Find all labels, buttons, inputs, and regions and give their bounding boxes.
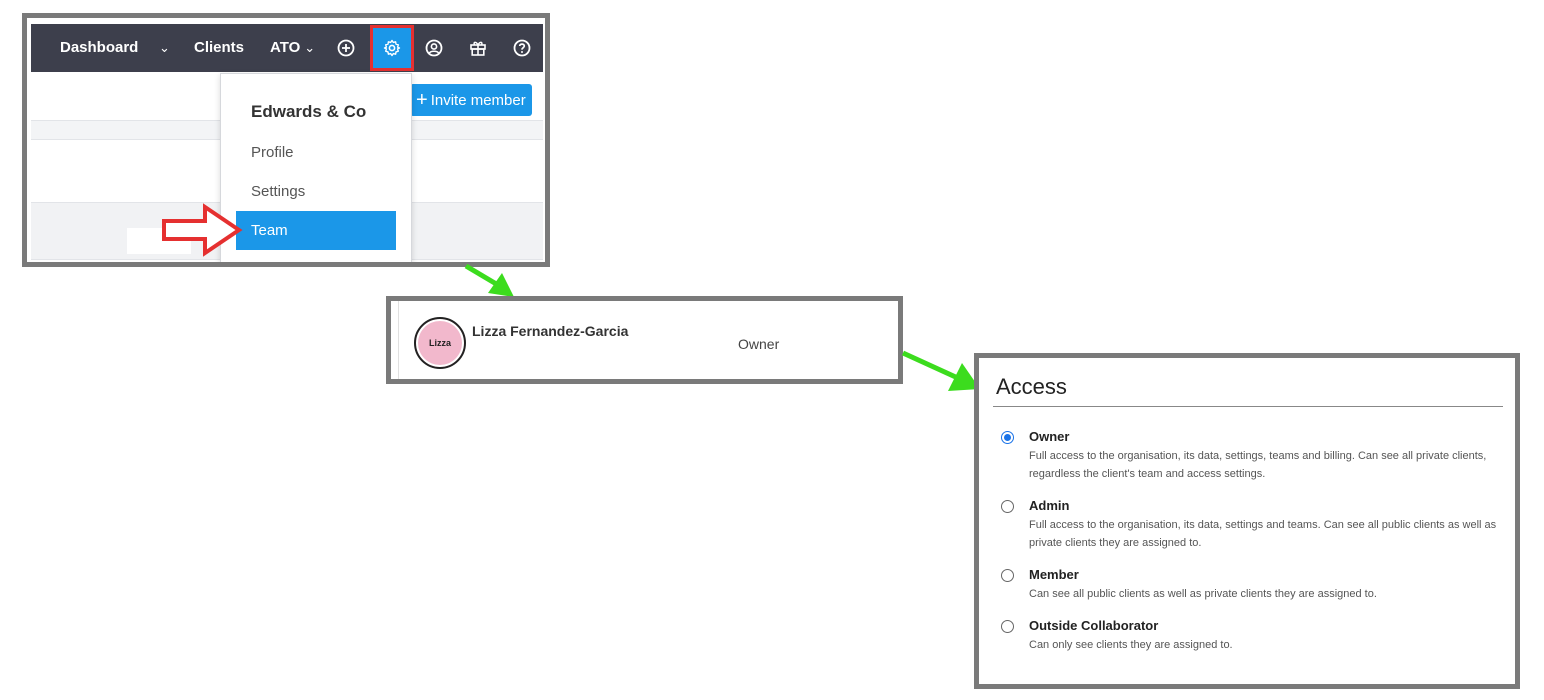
navigation-screenshot-panel: Dashboard ⌄ Clients ATO⌄ +Invite member xyxy=(22,13,550,267)
nav-dashboard[interactable]: Dashboard xyxy=(60,39,139,56)
option-description: Can only see clients they are assigned t… xyxy=(1029,639,1233,651)
add-circle-icon[interactable] xyxy=(336,38,356,58)
chevron-down-icon: ⌄ xyxy=(304,40,316,55)
invite-member-button[interactable]: +Invite member xyxy=(410,84,532,116)
option-label[interactable]: Member xyxy=(1029,567,1079,582)
divider xyxy=(993,406,1503,407)
gift-icon[interactable] xyxy=(468,38,488,58)
option-label[interactable]: Owner xyxy=(1029,429,1070,444)
member-name[interactable]: Lizza Fernandez-Garcia xyxy=(472,323,629,339)
avatar-text: Lizza xyxy=(428,338,451,348)
option-description: Full access to the organisation, its dat… xyxy=(1029,450,1487,480)
access-heading: Access xyxy=(996,374,1067,399)
nav-clients[interactable]: Clients xyxy=(194,39,245,56)
red-pointer-arrow-icon xyxy=(162,203,243,257)
top-navbar: Dashboard ⌄ Clients ATO⌄ xyxy=(31,24,543,72)
user-circle-icon[interactable] xyxy=(424,38,444,58)
menu-item-team[interactable]: Team xyxy=(236,211,396,250)
option-description: Full access to the organisation, its dat… xyxy=(1029,519,1497,549)
settings-gear-button[interactable] xyxy=(370,25,414,71)
settings-dropdown-menu: Edwards & Co Profile Settings Team xyxy=(220,73,412,262)
radio-member[interactable] xyxy=(1001,569,1014,582)
green-arrow-icon xyxy=(464,263,514,297)
radio-admin[interactable] xyxy=(1001,500,1014,513)
green-arrow-icon xyxy=(901,350,980,391)
nav-ato-label: ATO xyxy=(270,39,301,56)
option-label[interactable]: Admin xyxy=(1029,498,1070,513)
invite-member-label: Invite member xyxy=(430,92,526,109)
team-member-row-panel: Lizza Lizza Fernandez-Garcia Owner xyxy=(386,296,903,384)
option-description: Can see all public clients as well as pr… xyxy=(1029,588,1377,600)
menu-item-settings[interactable]: Settings xyxy=(251,183,306,200)
option-label[interactable]: Outside Collaborator xyxy=(1029,618,1159,633)
chevron-down-icon[interactable]: ⌄ xyxy=(159,40,170,55)
plus-icon: + xyxy=(416,89,428,111)
radio-owner[interactable] xyxy=(1001,431,1014,444)
access-settings-panel: Access Owner Full access to the organisa… xyxy=(974,353,1520,689)
menu-item-profile[interactable]: Profile xyxy=(251,144,294,161)
radio-outside-collaborator[interactable] xyxy=(1001,620,1014,633)
gear-icon xyxy=(383,39,401,57)
nav-ato[interactable]: ATO⌄ xyxy=(270,24,315,72)
row-divider xyxy=(398,301,399,379)
avatar[interactable]: Lizza xyxy=(414,317,466,369)
organisation-name: Edwards & Co xyxy=(251,102,367,121)
help-circle-icon[interactable] xyxy=(512,38,532,58)
member-role[interactable]: Owner xyxy=(738,336,780,352)
